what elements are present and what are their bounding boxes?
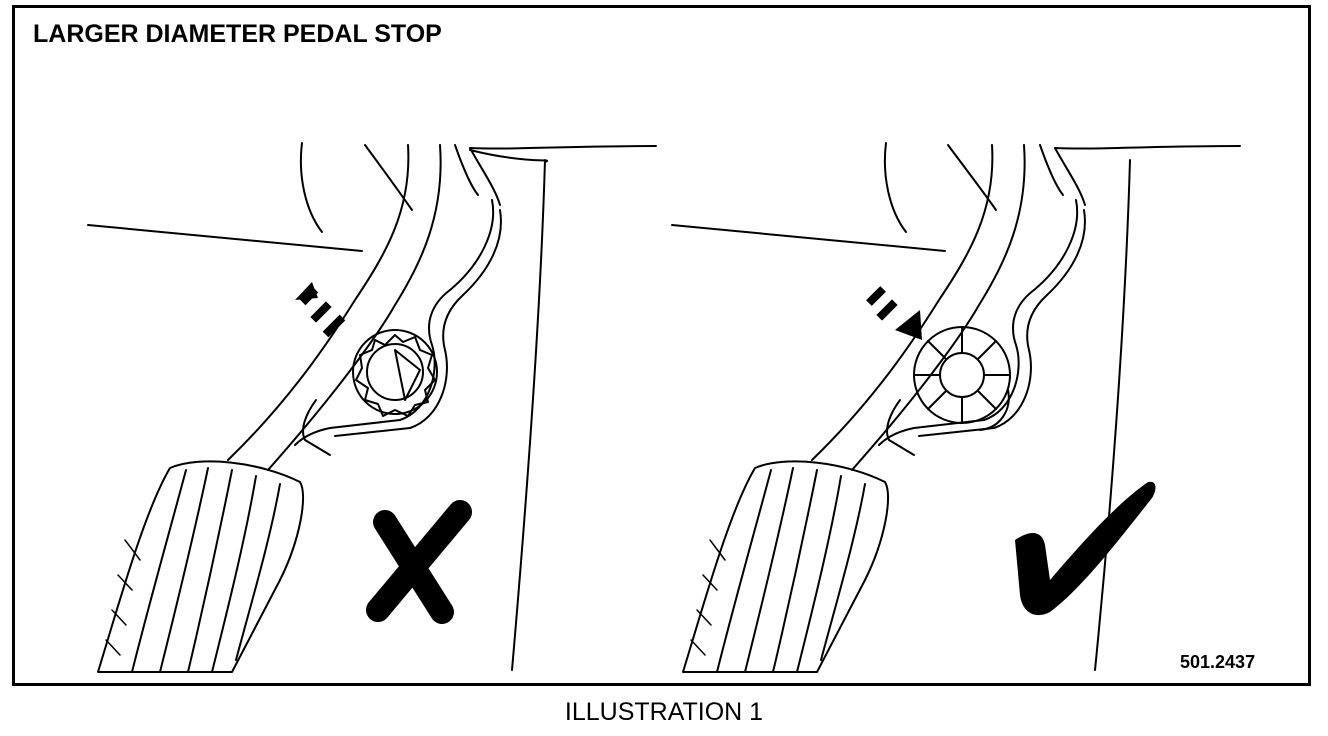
left-bracket — [294, 199, 502, 456]
right-bracket — [878, 199, 1086, 456]
left-pedal-pad — [97, 460, 305, 673]
left-panel — [87, 142, 657, 673]
illustration-frame — [12, 5, 1311, 686]
diagram-title: LARGER DIAMETER PEDAL STOP — [33, 20, 442, 48]
right-pedal-pad — [682, 460, 890, 673]
illustration-caption: ILLUSTRATION 1 — [564, 698, 764, 726]
right-pedal-arm — [811, 144, 1064, 471]
left-small-pedal-stop — [352, 329, 438, 417]
left-pedal-arm — [227, 144, 479, 471]
x-mark-icon — [366, 500, 472, 624]
left-movement-arrow — [295, 282, 346, 338]
check-mark-icon — [1015, 481, 1156, 616]
reference-number: 501.2437 — [1180, 652, 1256, 672]
right-panel — [671, 142, 1241, 673]
right-large-pedal-stop — [913, 326, 1011, 431]
right-movement-arrow — [866, 286, 922, 340]
